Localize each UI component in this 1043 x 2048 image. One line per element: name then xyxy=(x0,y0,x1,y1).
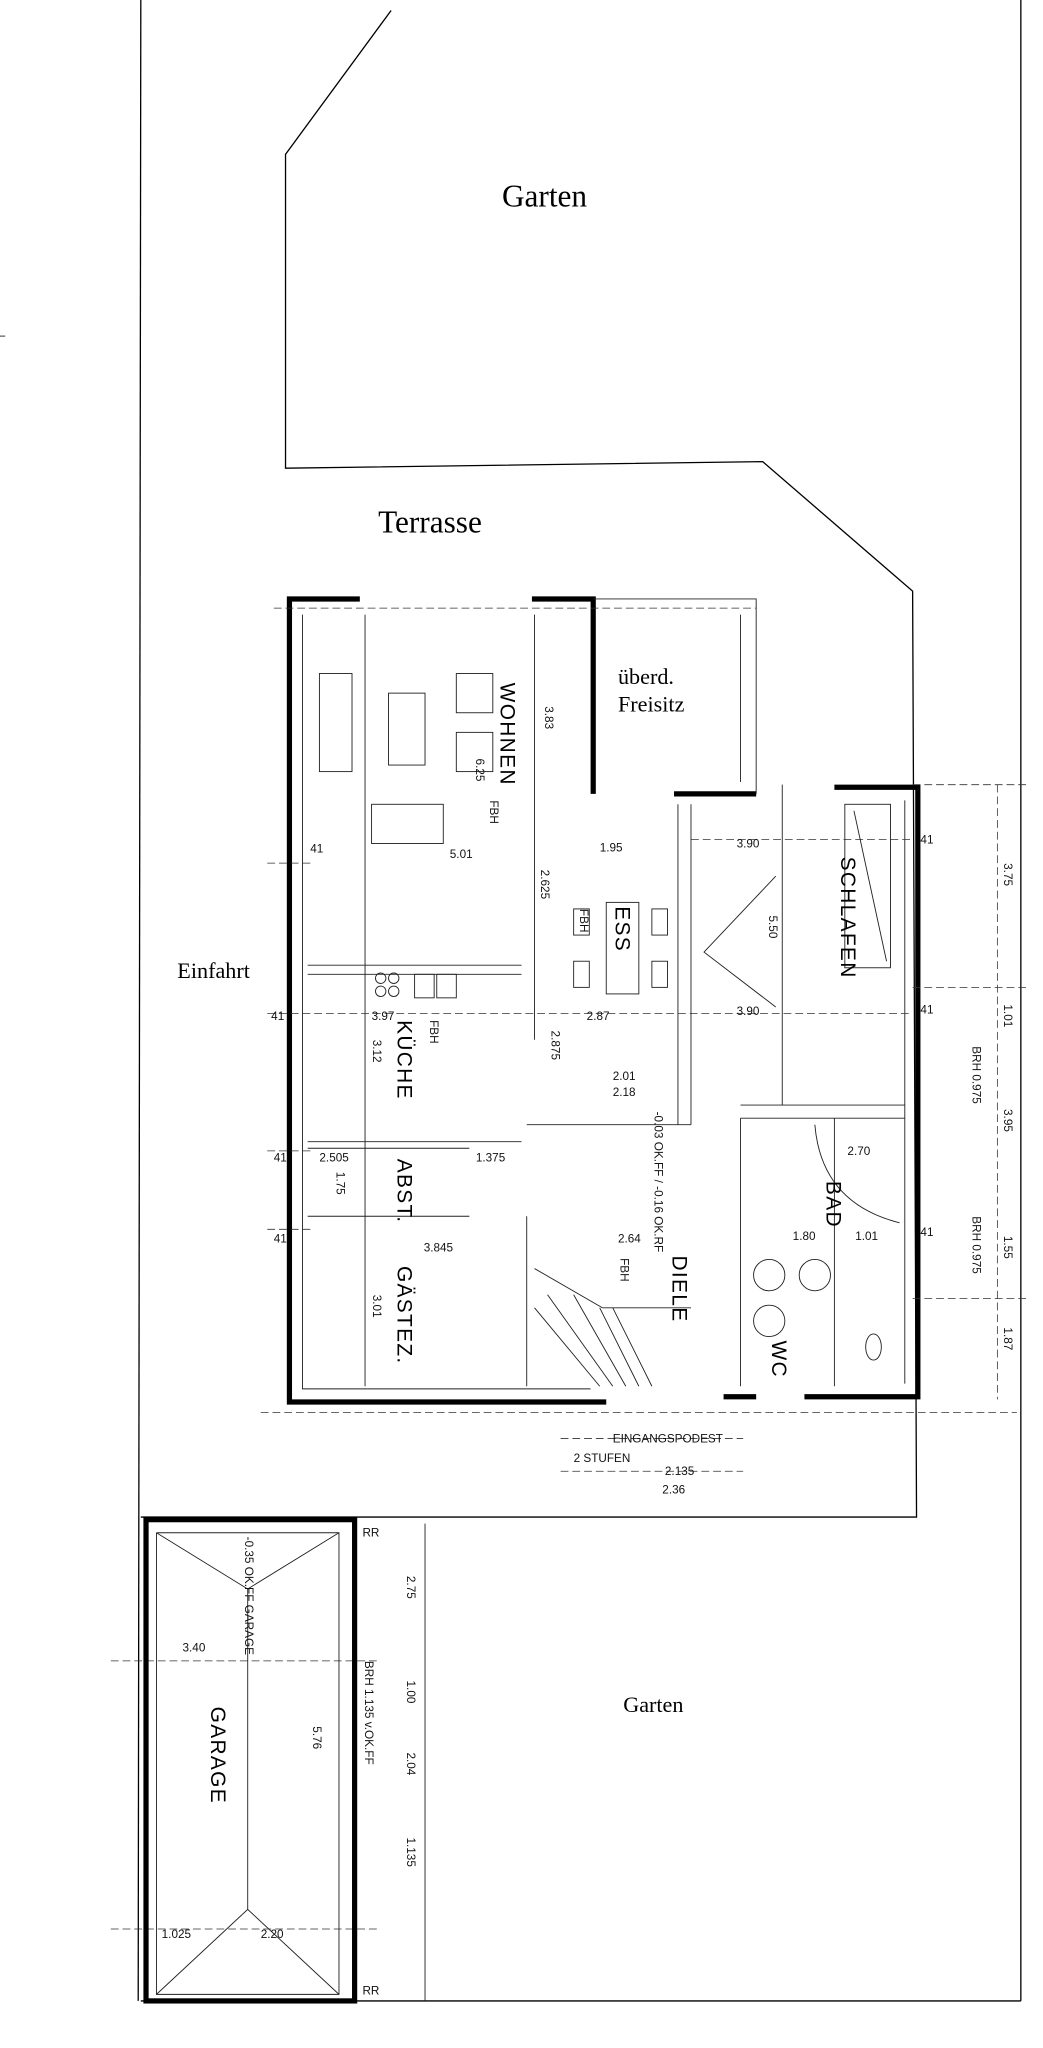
dim-label: 3.845 xyxy=(424,1242,454,1255)
dim-label: 41 xyxy=(920,1004,933,1017)
dim-label: 2.20 xyxy=(261,1928,284,1941)
dim-label: FBH xyxy=(618,1258,631,1282)
dim-label: 1.95 xyxy=(600,841,623,854)
room-abst: ABST. xyxy=(393,1159,416,1224)
dim-label: 41 xyxy=(274,1232,287,1245)
room-wohnen: WOHNEN xyxy=(496,683,519,786)
dim-label: 2.70 xyxy=(847,1145,870,1158)
dim-label: 1.87 xyxy=(1001,1327,1014,1350)
room-bad: BAD xyxy=(822,1181,845,1228)
dim-label: 1.00 xyxy=(404,1681,417,1704)
dimension-labels: 5.01 1.95 3.90 3.97 2.87 3.90 2.01 2.18 … xyxy=(162,706,1014,1997)
room-wc: WC xyxy=(767,1340,790,1377)
dim-label: RR xyxy=(362,1527,379,1540)
dim-label: 41 xyxy=(274,1151,287,1164)
dim-label: 3.75 xyxy=(1001,863,1014,886)
dim-label: 41 xyxy=(310,843,323,856)
terrace-label: Terrasse xyxy=(378,504,482,539)
dim-label: -0.03 OK.FF / -0.16 OK.RF xyxy=(651,1112,664,1253)
dim-label: 2.135 xyxy=(665,1465,695,1478)
covered-seat-label-1: überd. xyxy=(618,664,674,689)
room-gaestez: GÄSTEZ. xyxy=(393,1266,416,1365)
dim-label: 2.625 xyxy=(538,870,551,900)
property-boundary xyxy=(0,0,1022,2002)
dim-label: 3.97 xyxy=(372,1010,395,1023)
driveway-label: Einfahrt xyxy=(177,958,250,983)
dim-label: 2.87 xyxy=(587,1010,610,1023)
dim-label: 1.375 xyxy=(476,1151,506,1164)
dim-label: 3.12 xyxy=(370,1040,383,1063)
dim-label: 3.95 xyxy=(1001,1109,1014,1132)
dim-label: 5.76 xyxy=(310,1726,323,1749)
dim-label: 3.40 xyxy=(183,1642,206,1655)
dim-label: 2.18 xyxy=(613,1086,636,1099)
dim-label: FBH xyxy=(577,909,590,933)
dim-label: 2.64 xyxy=(618,1232,641,1245)
dim-label: 2.04 xyxy=(404,1752,417,1775)
dim-label: 3.90 xyxy=(737,1005,760,1018)
dim-label: 1.80 xyxy=(793,1230,816,1243)
dim-label: 2 STUFEN xyxy=(574,1452,631,1465)
dim-label: RR xyxy=(362,1984,379,1997)
garden-bottom-label: Garten xyxy=(623,1692,683,1717)
dim-label: 3.83 xyxy=(542,706,555,729)
dim-label: 41 xyxy=(920,834,933,847)
dim-label: 6.25 xyxy=(473,759,486,782)
dim-label: 3.01 xyxy=(370,1295,383,1318)
furniture xyxy=(143,673,900,2004)
garden-outline xyxy=(140,10,918,1518)
dim-label: 5.01 xyxy=(450,848,473,861)
dim-label: 5.50 xyxy=(766,915,779,938)
dim-label: 2.875 xyxy=(548,1031,561,1061)
dim-label: 1.55 xyxy=(1001,1236,1014,1259)
room-schlafen: SCHLAFEN xyxy=(836,857,859,979)
dim-label: 41 xyxy=(920,1226,933,1239)
room-garage: GARAGE xyxy=(206,1707,229,1804)
dim-label: EINGANGSPODEST xyxy=(613,1432,723,1445)
dimension-lines xyxy=(110,607,1030,2001)
dim-label: BRH 1.135 v.OK.FF xyxy=(362,1661,375,1765)
dim-label: 1.025 xyxy=(162,1928,192,1941)
dim-label: 3.90 xyxy=(737,837,760,850)
dim-label: 1.01 xyxy=(1001,1004,1014,1027)
room-diele: DIELE xyxy=(668,1255,691,1322)
dim-label: -0.35 OK.FF GARAGE xyxy=(242,1537,255,1656)
dim-label: 1.75 xyxy=(333,1172,346,1195)
dim-label: 2.01 xyxy=(613,1070,636,1083)
room-ess: ESS xyxy=(610,906,633,952)
dim-label: 2.36 xyxy=(662,1483,685,1496)
dim-label: 1.135 xyxy=(404,1837,417,1867)
covered-seat-label-2: Freisitz xyxy=(618,691,685,716)
dim-label: BRH 0.975 xyxy=(970,1216,983,1274)
dim-label: FBH xyxy=(487,800,500,824)
garden-top-label: Garten xyxy=(502,179,587,214)
dim-label: BRH 0.975 xyxy=(970,1046,983,1104)
dim-label: 1.01 xyxy=(855,1230,878,1243)
dim-label: 41 xyxy=(271,1010,284,1023)
house-walls xyxy=(286,596,921,1405)
room-kueche: KÜCHE xyxy=(393,1020,416,1100)
dim-label: 2.75 xyxy=(404,1576,417,1599)
dim-label: 2.505 xyxy=(319,1151,349,1164)
dim-label: FBH xyxy=(427,1020,440,1044)
